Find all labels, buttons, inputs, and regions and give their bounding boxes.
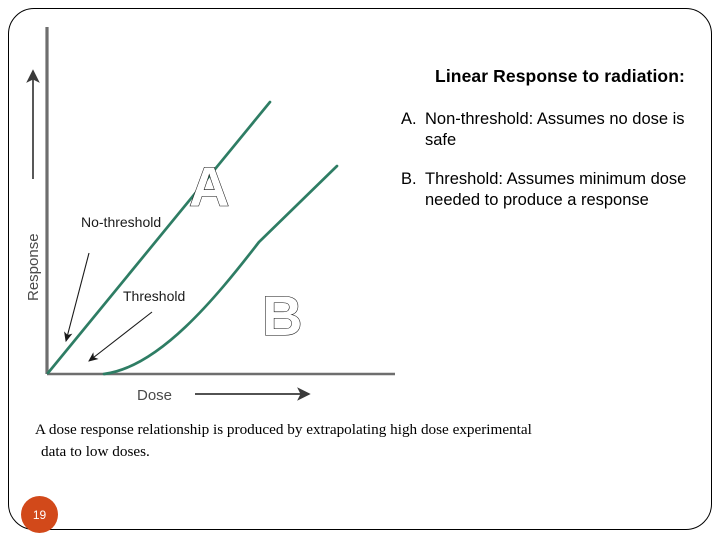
panel-item-a-text: Non-threshold: Assumes no dose is safe xyxy=(425,110,685,150)
linear-response-panel: Linear Response to radiation: A. Non-thr… xyxy=(401,65,719,229)
caption-line-2: data to low doses. xyxy=(41,443,150,461)
slide-frame: Response Dose No-threshold Threshold A B… xyxy=(8,8,712,533)
panel-title: Linear Response to radiation: xyxy=(435,66,685,86)
dose-response-chart: Response Dose No-threshold Threshold A B xyxy=(9,9,409,409)
x-axis-label: Dose xyxy=(137,387,172,404)
curve-label-b: B xyxy=(262,284,302,347)
panel-item-b-marker: B. xyxy=(401,169,417,188)
panel-item-b-text: Threshold: Assumes minimum dose needed t… xyxy=(425,169,687,209)
curve-label-a: A xyxy=(189,155,229,218)
slide-caption: A dose response relationship is produced… xyxy=(35,419,705,463)
annotation-no-threshold-line1: No-threshold xyxy=(81,214,161,230)
y-axis-label: Response xyxy=(25,233,42,301)
annotation-no-threshold-arrow xyxy=(64,252,90,343)
panel-item-a: A. Non-threshold: Assumes no dose is saf… xyxy=(401,109,719,151)
page-number-badge: 19 xyxy=(21,496,58,533)
annotation-threshold-arrow xyxy=(88,311,153,362)
annotation-threshold-label: Threshold xyxy=(123,288,185,304)
caption-line-1: A dose response relationship is produced… xyxy=(35,421,532,438)
curve-a-no-threshold xyxy=(46,100,272,375)
panel-item-b: B. Threshold: Assumes minimum dose neede… xyxy=(401,169,719,211)
page-number-text: 19 xyxy=(32,507,47,522)
panel-item-a-marker: A. xyxy=(401,110,417,129)
curve-b-threshold xyxy=(102,164,339,376)
